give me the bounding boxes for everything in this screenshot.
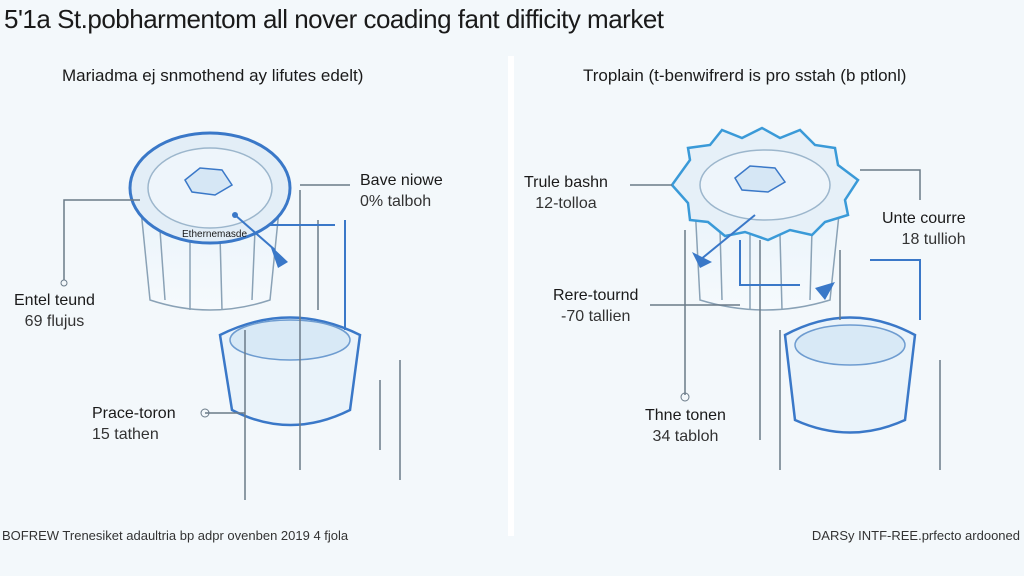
callout-unte-courre: Unte courre 18 tullioh — [882, 208, 966, 250]
diagram-title: 5'1a St.pobharmentom all nover coading f… — [4, 4, 664, 34]
callout-bave-niowe: Bave niowe 0% talboh — [360, 170, 443, 212]
callout-value: 12-tolloa — [535, 195, 597, 212]
callout-value: 69 flujus — [24, 313, 85, 330]
callout-name: Prace-toron — [92, 405, 176, 422]
left-inner-label: Ethernemasde — [182, 229, 248, 240]
callout-entel-teund: Entel teund 69 flujus — [14, 290, 95, 332]
callout-value: -70 tallien — [561, 308, 631, 325]
callout-prace-toron: Prace-toron 15 tathen — [92, 403, 176, 445]
left-subtitle: Mariadma ej snmothend ay lifutes edelt) — [62, 66, 364, 85]
callout-name: Bave niowe — [360, 172, 443, 189]
callout-thne-tonen: Thne tonen 34 tabloh — [645, 405, 726, 447]
callout-value: 34 tabloh — [652, 428, 719, 445]
callout-name: Thne tonen — [645, 407, 726, 424]
left-footer: BOFREW Trenesiket adaultria bp adpr oven… — [2, 528, 349, 543]
right-subtitle: Troplain (t-benwifrerd is pro sstah (b p… — [583, 66, 907, 85]
callout-value: 0% talboh — [360, 193, 432, 210]
panel-divider — [508, 56, 514, 536]
callout-name: Unte courre — [882, 210, 966, 227]
callout-name: Entel teund — [14, 292, 95, 309]
callout-value: 18 tullioh — [901, 231, 966, 248]
callout-rere-tournd: Rere-tournd -70 tallien — [553, 285, 638, 327]
callout-value: 15 tathen — [92, 426, 159, 443]
callout-name: Rere-tournd — [553, 287, 639, 304]
right-footer: DARSy INTF-REE.prfecto ardooned — [811, 528, 1020, 543]
callout-trule-bashn: Trule bashn 12-tolloa — [524, 172, 608, 214]
callout-name: Trule bashn — [524, 174, 608, 191]
